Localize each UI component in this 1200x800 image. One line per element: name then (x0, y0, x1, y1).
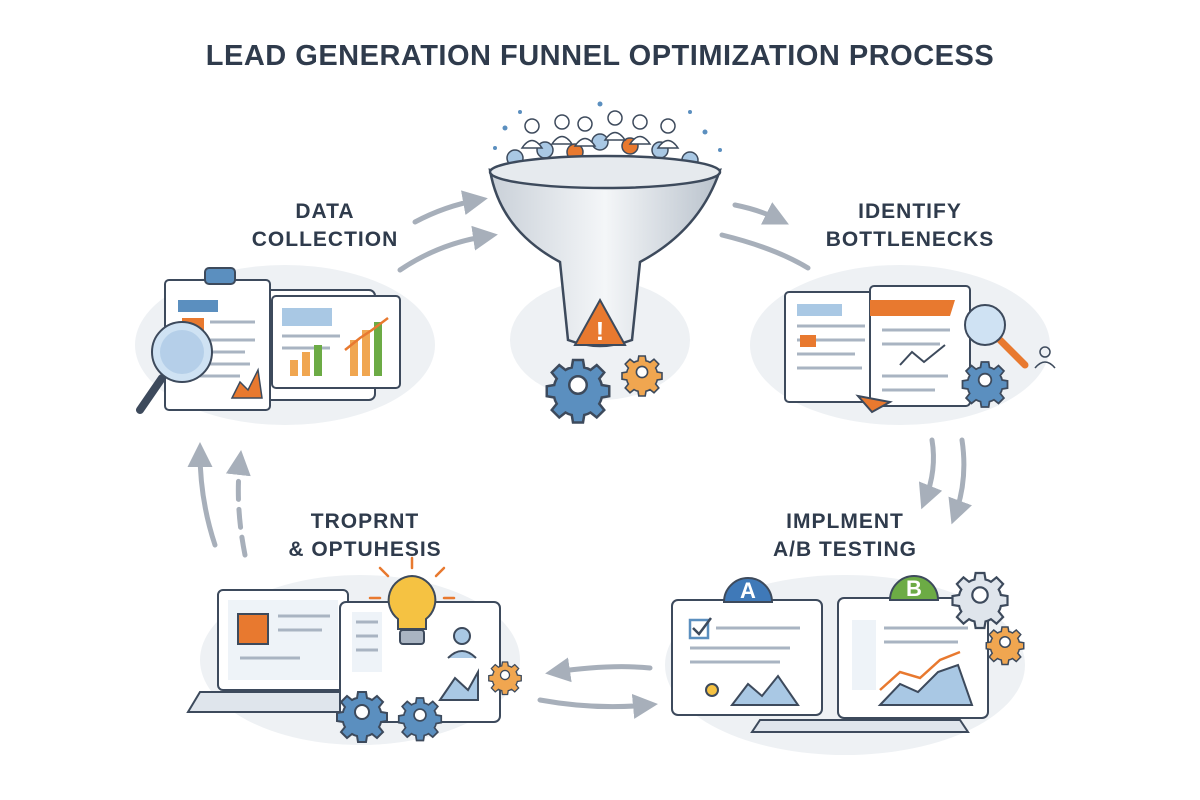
badge-a-icon: A (722, 577, 774, 603)
gear-icon (951, 571, 1009, 630)
monitor-icon (750, 597, 989, 733)
funnel-illustration: ! (488, 101, 722, 424)
stage-label-line: & OPTUHESIS (288, 538, 442, 561)
stage-label-line: DATA (295, 200, 355, 223)
badge-b-label: B (906, 576, 922, 601)
arrow-to-funnel-2 (397, 225, 498, 273)
gear-icon (545, 358, 611, 424)
laptop-icon (186, 589, 380, 713)
arrow-to-bottlenecks-2 (719, 232, 811, 271)
hypothesis-illustration (186, 556, 522, 743)
stage-label-line: BOTTLENECKS (825, 228, 995, 251)
document-icon (855, 285, 971, 414)
data-collection-illustration (136, 267, 401, 414)
gear-icon (336, 691, 388, 743)
arrow-left-1 (545, 657, 653, 683)
magnifier-icon (964, 304, 1029, 369)
stage-label-ab-testing: IMPLMENT A/B TESTING (735, 508, 955, 564)
bottlenecks-illustration (784, 285, 1056, 414)
warning-icon: ! (573, 297, 627, 346)
arrow-up-2 (225, 450, 251, 558)
gear-icon (985, 626, 1025, 666)
arrow-to-funnel-1 (412, 190, 488, 225)
stage-label-line: IMPLMENT (786, 510, 904, 533)
arrow-up-1 (187, 442, 218, 548)
funnel-rim (488, 154, 722, 190)
stage-label-line: COLLECTION (251, 228, 399, 251)
stage-label-line: A/B TESTING (772, 538, 917, 561)
arrow-down-1 (918, 437, 943, 510)
gear-icon (621, 355, 663, 397)
magnifier-icon (136, 321, 213, 414)
gear-icon (961, 361, 1009, 408)
page-title: LEAD GENERATION FUNNEL OPTIMIZATION PROC… (205, 40, 995, 72)
badge-b-icon: B (888, 575, 940, 601)
ab-testing-illustration: A B (671, 571, 1025, 733)
gear-icon (397, 697, 443, 742)
stage-label-identify-bottlenecks: IDENTIFY BOTTLENECKS (795, 198, 1025, 254)
stage-label-hypothesis: TROPRNT & OPTUHESIS (255, 508, 475, 564)
arrow-right-1 (537, 693, 658, 719)
monitor-icon (671, 599, 823, 716)
stage-label-line: TROPRNT (310, 510, 420, 533)
checkbox-icon (688, 618, 710, 640)
stage-label-line: IDENTIFY (858, 200, 962, 223)
user-icon (1034, 346, 1056, 369)
warning-symbol: ! (596, 316, 605, 346)
arrow-to-bottlenecks-1 (732, 202, 789, 225)
chart-icon (271, 295, 401, 389)
document-icon (784, 291, 881, 403)
arrow-down-2 (948, 437, 972, 525)
monitor-icon (339, 601, 501, 723)
gear-icon (488, 661, 522, 696)
cycle-arrows (187, 190, 972, 719)
lightbulb-icon (368, 556, 456, 645)
stage-label-data-collection: DATA COLLECTION (215, 198, 435, 254)
badge-a-label: A (740, 578, 756, 603)
